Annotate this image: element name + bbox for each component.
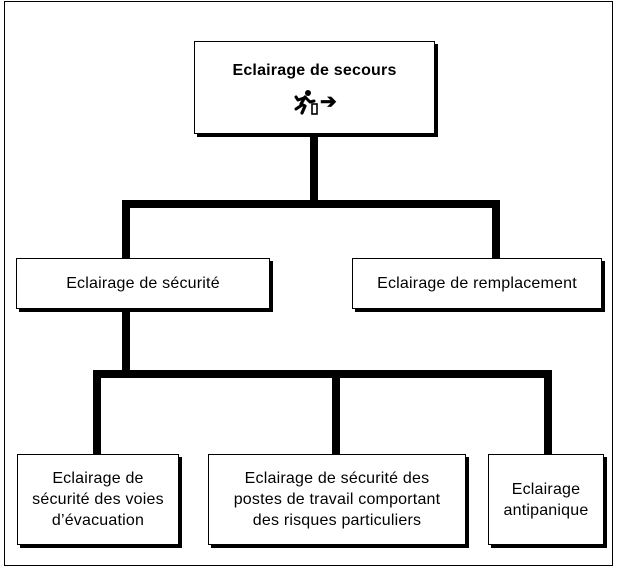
level2-node-postes-travail: Eclairage de sécurité des postes de trav… <box>208 454 466 545</box>
diagram-frame <box>4 1 613 566</box>
emergency-exit-sign: ➔ <box>292 89 337 115</box>
level2-node-evacuation: Eclairage de sécurité des voies d’évacua… <box>17 454 179 545</box>
level1-node-securite: Eclairage de sécurité <box>16 258 270 309</box>
level2-node-antipanique: Eclairage antipanique <box>488 454 604 545</box>
node-label: Eclairage de remplacement <box>377 275 577 292</box>
root-node-title: Eclairage de secours <box>232 62 397 79</box>
running-person-exit-icon <box>294 90 318 115</box>
node-label: Eclairage de sécurité des voies d’évacua… <box>32 470 164 529</box>
right-arrow-icon: ➔ <box>320 91 337 113</box>
node-label: Eclairage de sécurité <box>66 275 220 292</box>
node-label: Eclairage antipanique <box>503 480 589 519</box>
level1-node-remplacement: Eclairage de remplacement <box>352 258 602 309</box>
root-node-box: Eclairage de secours ➔ <box>194 41 435 134</box>
node-label: Eclairage de sécurité des postes de trav… <box>233 470 441 529</box>
